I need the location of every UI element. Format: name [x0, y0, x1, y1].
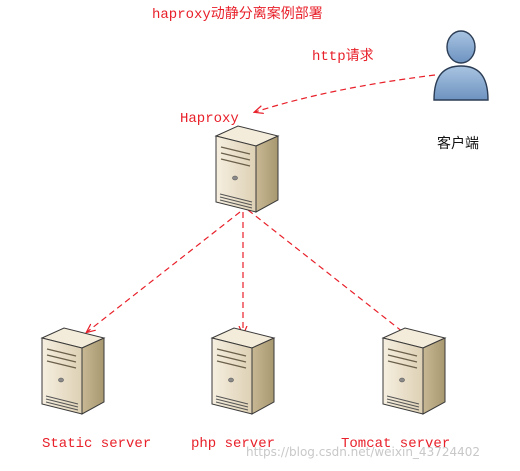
arrow-haproxy-to-static [87, 211, 241, 332]
connection-arrows [87, 74, 436, 336]
tomcat-server-icon [382, 327, 446, 415]
haproxy-server-icon [215, 125, 279, 213]
haproxy-label: Haproxy [180, 111, 239, 127]
static-server-label: Static server [42, 436, 152, 452]
php-server-icon [211, 327, 275, 415]
client-label: 客户端 [437, 136, 479, 152]
php-server-label: php server [191, 436, 276, 452]
request-label: http请求 [312, 49, 374, 65]
static-server-icon [41, 327, 105, 415]
diagram-title: haproxy动静分离案例部署 [152, 7, 323, 23]
arrow-client-to-haproxy [255, 74, 436, 112]
arrow-haproxy-to-tomcat [247, 209, 408, 336]
user-icon [433, 30, 489, 101]
tomcat-server-label: Tomcat server [341, 436, 451, 452]
watermark-text: https://blog.csdn.net/weixin_43724402 [246, 445, 481, 459]
